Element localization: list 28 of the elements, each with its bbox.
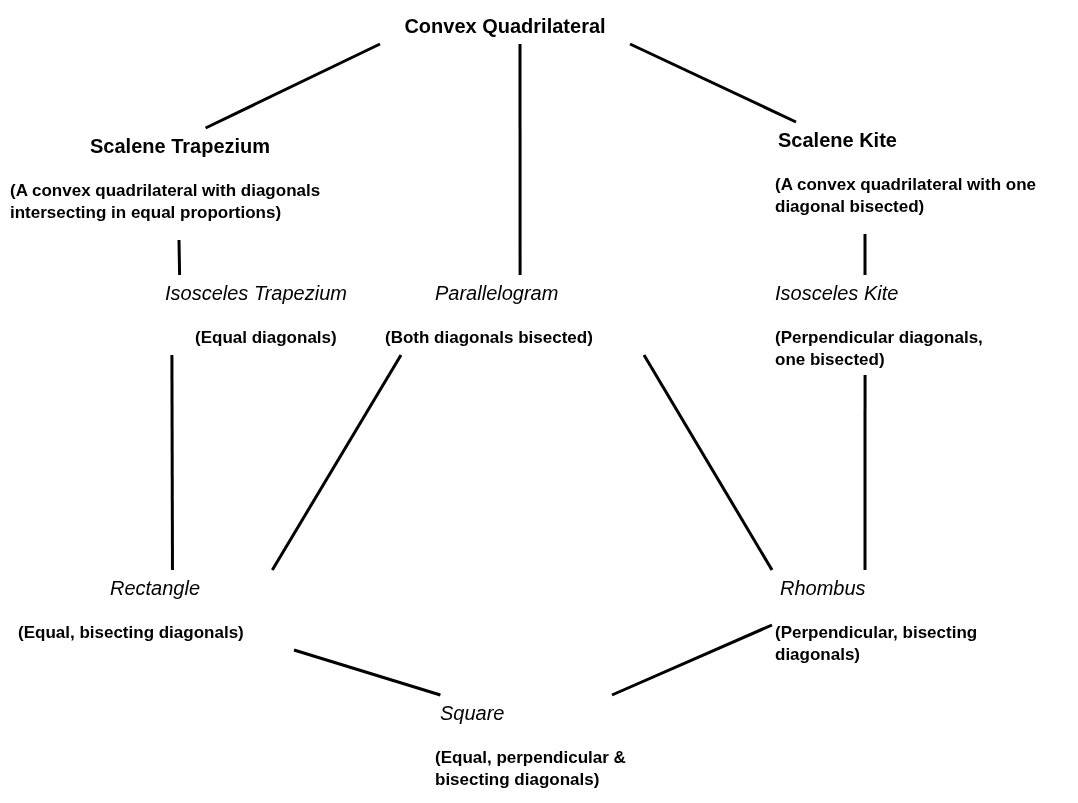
connector-line bbox=[629, 42, 797, 124]
node-description: (Perpendicular, bisecting diagonals) bbox=[775, 622, 979, 666]
node-description: (Equal diagonals) bbox=[195, 327, 337, 349]
connector-line bbox=[177, 239, 182, 276]
connector-line bbox=[518, 44, 522, 275]
node-title: Square bbox=[440, 701, 505, 726]
node-description: (Equal, bisecting diagonals) bbox=[18, 622, 244, 644]
connector-line bbox=[293, 648, 441, 697]
connector-line bbox=[611, 623, 773, 697]
node-title: Convex Quadrilateral bbox=[404, 14, 606, 39]
connector-line bbox=[170, 355, 174, 570]
connector-line bbox=[204, 42, 381, 130]
connector-line bbox=[642, 354, 774, 571]
node-title: Rectangle bbox=[110, 576, 201, 601]
connector-line bbox=[271, 354, 403, 571]
node-title: Isosceles Trapezium bbox=[165, 281, 347, 306]
node-description: (Equal, perpendicular & bisecting diagonals) bbox=[435, 747, 627, 791]
connector-line bbox=[863, 375, 867, 570]
node-description: (Perpendicular diagonals, one bisected) bbox=[775, 327, 984, 371]
node-title: Scalene Trapezium bbox=[90, 134, 271, 159]
node-description: (A convex quadrilateral with diagonals intersecting in equal proportions) bbox=[10, 180, 322, 224]
node-title: Isosceles Kite bbox=[775, 281, 899, 306]
node-description: (Both diagonals bisected) bbox=[385, 327, 593, 349]
connector-line bbox=[863, 234, 867, 275]
node-title: Scalene Kite bbox=[778, 128, 897, 153]
node-description: (A convex quadrilateral with one diagonal bisected) bbox=[775, 174, 1038, 218]
node-title: Parallelogram bbox=[435, 281, 559, 306]
node-title: Rhombus bbox=[780, 576, 866, 601]
